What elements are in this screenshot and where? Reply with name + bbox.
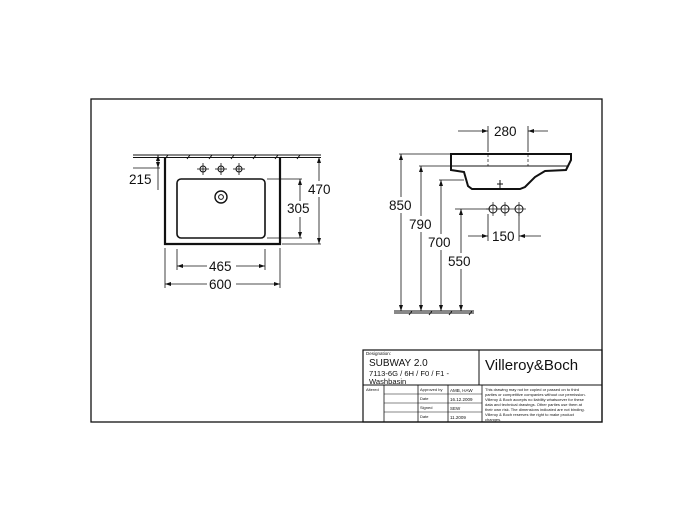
tb-row-value: 16.12.2009 <box>450 397 473 402</box>
tb-row-label: Date <box>420 396 429 401</box>
dim-150: 150 <box>492 229 515 244</box>
tb-row-label: Date <box>420 414 429 419</box>
notice-line: This drawing may not be copied or passed… <box>485 387 579 392</box>
bowl-outline <box>176 178 266 239</box>
notice-line: their own risk. The dimensions indicated… <box>485 407 585 412</box>
tb-row-label: Signed <box>420 405 432 410</box>
tb-row-value: SEW <box>450 406 461 411</box>
title-block: Designation: SUBWAY 2.0 7113-6G / 6H / F… <box>362 349 603 423</box>
designation-label: Designation: <box>366 351 391 356</box>
side-view: 280 850 790 700 550 <box>389 124 572 316</box>
tap-hole-icon <box>233 163 245 175</box>
drawing-frame <box>90 98 603 423</box>
dim-305: 305 <box>287 201 310 216</box>
notice-line: Villeroy & Boch reserves the right to ma… <box>485 412 575 417</box>
drain-icon <box>214 190 228 204</box>
dim-700: 700 <box>428 235 451 250</box>
dim-470: 470 <box>308 182 331 197</box>
product-type: Washbasin <box>369 377 406 386</box>
plan-view: 215 470 305 465 600 <box>129 154 334 292</box>
waste-connection-icon <box>498 202 512 216</box>
altered-label: Altered <box>366 387 379 392</box>
waste-connection-icon <box>486 202 500 216</box>
product-codes: 7113-6G / 6H / F0 / F1 - <box>369 369 450 378</box>
tap-hole-icon <box>215 163 227 175</box>
notice-line: data and technical drawings. Other parti… <box>485 402 583 407</box>
waste-connection-icon <box>512 202 526 216</box>
notice-line: parties or competitive companies without… <box>485 392 586 397</box>
tap-hole-icon <box>197 163 209 175</box>
dim-550: 550 <box>448 254 471 269</box>
tb-row-value: 11.2009 <box>450 415 466 420</box>
dim-215: 215 <box>129 172 152 187</box>
dim-600: 600 <box>209 277 232 292</box>
dim-465: 465 <box>209 259 232 274</box>
notice-line: changes. <box>485 417 501 422</box>
dim-280: 280 <box>494 124 517 139</box>
product-name: SUBWAY 2.0 <box>369 358 428 369</box>
notice-line: Villeroy & Boch accepts no liability wha… <box>485 397 585 402</box>
dim-790: 790 <box>409 217 432 232</box>
brand-logo: Villeroy&Boch <box>485 357 578 374</box>
dim-850: 850 <box>389 198 412 213</box>
tb-row-value: AMB, HAW <box>450 388 473 393</box>
basin-outline <box>163 157 282 246</box>
tb-row-label: Approved by <box>420 387 442 392</box>
basin-profile <box>450 153 572 190</box>
